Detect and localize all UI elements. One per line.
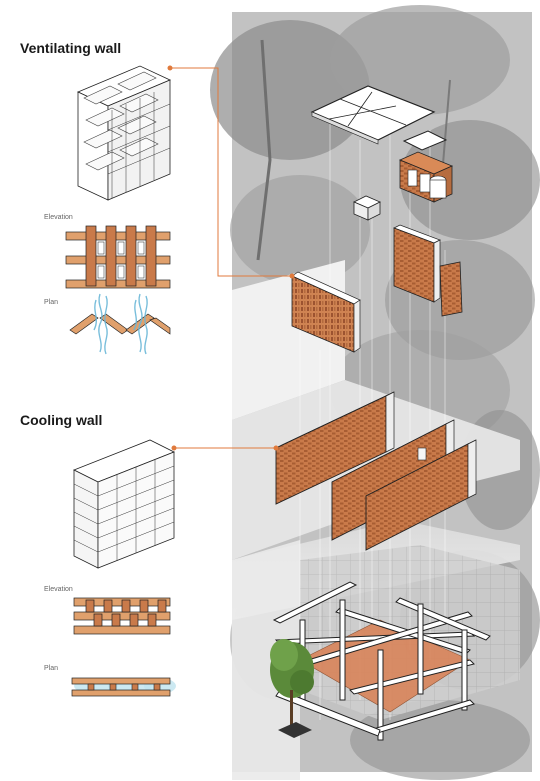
ventilating-wall-panel [291, 271, 361, 353]
ventilating-wall-isometric [77, 65, 171, 201]
pavilion-frame [270, 581, 491, 741]
upper-brick-panels [393, 224, 463, 317]
cooling-elevation [73, 597, 171, 635]
cooling-elevation-label: Elevation [44, 586, 73, 593]
cooling-plan-label: Plan [44, 665, 59, 672]
ventilating-elevation [65, 225, 171, 289]
ventilating-plan [69, 293, 171, 355]
cooling-plan [71, 677, 176, 697]
cooling-wall-title: Cooling wall [20, 412, 103, 428]
ventilating-plan-label: Plan [44, 299, 59, 306]
leader-dot-ventilating [167, 65, 173, 71]
leader-dot-ventilating-panel [289, 273, 295, 279]
ventilating-wall-title: Ventilating wall [20, 40, 122, 56]
ventilating-elevation-label: Elevation [44, 214, 73, 221]
leader-dot-cooling [171, 445, 177, 451]
leader-lines [170, 67, 292, 449]
cooling-wall-isometric [73, 439, 175, 569]
roof-canopy [310, 85, 448, 151]
utility-boxes [353, 151, 454, 221]
cooling-wall-panels [275, 391, 477, 551]
leader-dot-cooling-panel [273, 445, 279, 451]
